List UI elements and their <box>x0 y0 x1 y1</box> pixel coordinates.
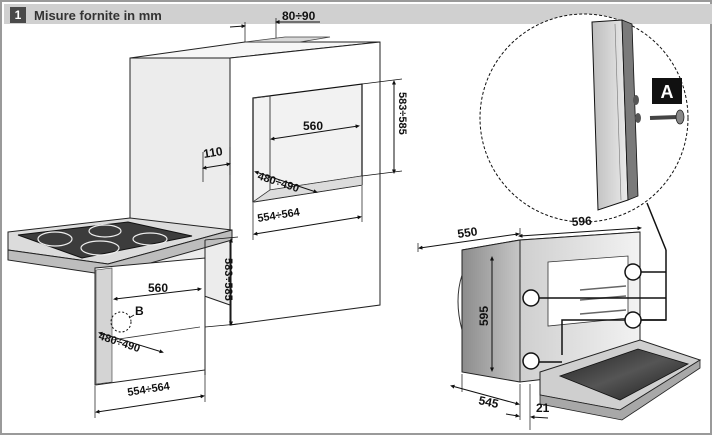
dim-counter-110: 110 <box>202 144 231 182</box>
dim-upper-560: 560 <box>270 119 360 141</box>
figure-title: Misure fornite in mm <box>34 8 162 23</box>
dim-upper-niche-height: 583÷585 <box>396 92 408 135</box>
detail-a-badge <box>652 78 682 104</box>
dim-lower-niche-width: 560 <box>148 281 168 295</box>
dim-oven-545: 545 <box>450 374 521 420</box>
point-b: B <box>110 304 144 333</box>
dim-oven-596: 596 <box>518 214 642 238</box>
dim-upper-height: 583÷585 <box>361 78 408 177</box>
dim-lower-niche-height: 583÷585 <box>222 258 234 301</box>
point-b-label: B <box>135 304 144 318</box>
dim-oven-depth: 550 <box>456 224 478 241</box>
dim-top-depth: 80÷90 <box>229 9 320 42</box>
dim-oven-21: 21 <box>505 384 550 430</box>
dim-counter-depth: 110 <box>202 144 224 161</box>
fixing-point-top-left <box>522 289 540 307</box>
fixing-point-top-right <box>624 263 642 281</box>
dim-upper-niche-width: 560 <box>303 119 323 133</box>
detail-a-label: A <box>661 82 674 102</box>
fixing-point-bottom-left <box>522 352 540 370</box>
dim-oven-width: 596 <box>571 214 592 229</box>
oven <box>457 231 702 421</box>
fixing-point-bottom-right <box>624 311 642 329</box>
dim-top-depth-label: 80÷90 <box>282 9 316 23</box>
dim-lower-height: 583÷585 <box>204 236 239 328</box>
dim-oven-595: 595 <box>477 256 494 372</box>
dim-lower-560: 560 <box>113 281 202 301</box>
detail-zoom: A <box>479 13 689 223</box>
oven-fixing-points <box>522 202 667 370</box>
figure-header: 1 Misure fornite in mm <box>4 4 712 24</box>
step-number-badge: 1 <box>10 7 26 23</box>
dim-oven-bottom-depth: 545 <box>477 393 500 411</box>
dim-oven-height: 595 <box>477 306 491 326</box>
dim-lower-outer-width: 554÷564 <box>127 380 172 399</box>
dim-oven-door: 21 <box>536 401 550 415</box>
